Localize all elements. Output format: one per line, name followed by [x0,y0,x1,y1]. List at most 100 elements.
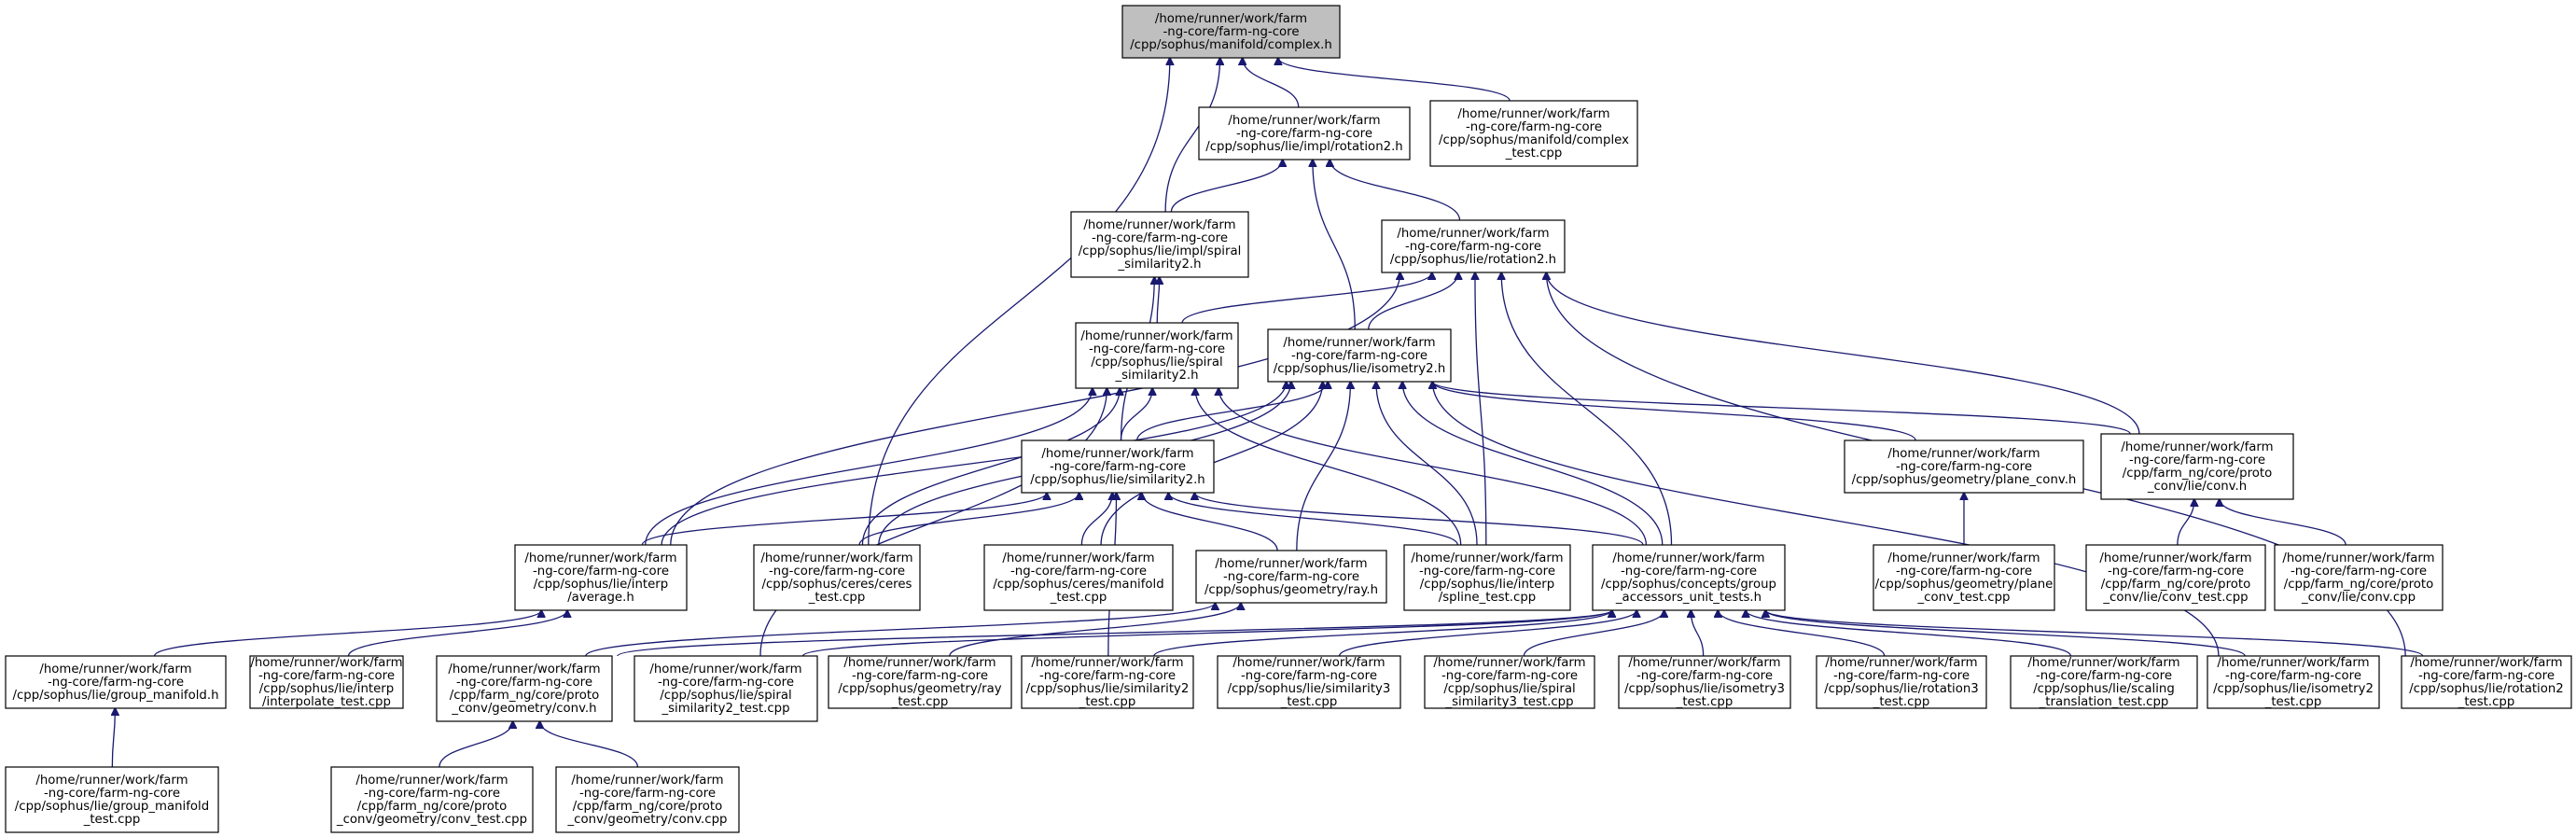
node-impl_rotation2_h[interactable]: /home/runner/work/farm-ng-core/farm-ng-c… [1198,106,1411,160]
node-box [1121,5,1341,59]
node-label-line: -ng-core/farm-ng-core [2418,669,2555,683]
node-interp_average_h[interactable]: /home/runner/work/farm-ng-core/farm-ng-c… [514,544,688,611]
node-rotation2_test_cpp[interactable]: /home/runner/work/farm-ng-core/farm-ng-c… [2401,655,2572,709]
node-group_manifold_h[interactable]: /home/runner/work/farm-ng-core/farm-ng-c… [5,655,227,709]
node-label-line: /cpp/sophus/lie/spiral [1443,682,1575,696]
node-label-line: /cpp/sophus/lie/interp [534,578,668,592]
node-spiral_similarity2_h[interactable]: /home/runner/work/farm-ng-core/farm-ng-c… [1075,322,1239,389]
node-box [2010,655,2198,709]
node-label-line: -ng-core/farm-ng-core [1636,669,1773,683]
node-complex_test_cpp[interactable]: /home/runner/work/farm-ng-core/farm-ng-c… [1429,100,1638,167]
edge-proto_geometry_conv_cpp-to-proto_geometry_conv_h [540,721,639,768]
node-label-line: _conv/lie/conv.cpp [2301,591,2416,605]
node-proto_lie_conv_cpp[interactable]: /home/runner/work/farm-ng-core/farm-ng-c… [2274,544,2444,611]
edge-spiral_similarity3_test_cpp-to-group_accessors_unit_tests_h [1523,610,1664,657]
node-label-line: _test.cpp [2458,695,2515,709]
node-label-line: /cpp/sophus/lie/spiral [660,689,791,703]
node-label-line: -ng-core/farm-ng-core [1405,240,1541,254]
node-box [1267,328,1452,383]
node-impl_spiral_similarity2_h[interactable]: /home/runner/work/farm-ng-core/farm-ng-c… [1070,211,1249,278]
edge-spiral_similarity2_h-to-rotation2_h [1181,272,1432,324]
node-proto_geometry_conv_test_cpp[interactable]: /home/runner/work/farm-ng-core/farm-ng-c… [330,766,534,833]
node-ceres_manifold_test_cpp[interactable]: /home/runner/work/farm-ng-core/farm-ng-c… [983,544,1174,611]
node-ray_h[interactable]: /home/runner/work/farm-ng-core/farm-ng-c… [1195,550,1387,604]
edge-similarity2_h-to-spiral_similarity2_h [1120,388,1152,441]
node-label-line: -ng-core/farm-ng-core [1050,460,1186,474]
node-group_accessors_unit_tests_h[interactable]: /home/runner/work/farm-ng-core/farm-ng-c… [1592,544,1786,611]
node-label-line: -ng-core/farm-ng-core [1163,25,1299,39]
node-label-line: /home/runner/work/farm [1887,551,2040,565]
node-label-line: -ng-core/farm-ng-core [2225,669,2361,683]
node-label-line: /cpp/sophus/manifold/complex [1439,133,1629,147]
node-proto_lie_conv_test_cpp[interactable]: /home/runner/work/farm-ng-core/farm-ng-c… [2085,544,2266,611]
node-ceres_test_cpp[interactable]: /home/runner/work/farm-ng-core/farm-ng-c… [753,544,921,611]
node-isometry2_test_cpp[interactable]: /home/runner/work/farm-ng-core/farm-ng-c… [2207,655,2380,709]
node-proto_geometry_conv_cpp[interactable]: /home/runner/work/farm-ng-core/farm-ng-c… [555,766,740,833]
node-similarity3_test_cpp[interactable]: /home/runner/work/farm-ng-core/farm-ng-c… [1217,655,1401,709]
node-label-line: -ng-core/farm-ng-core [852,669,988,683]
edge-interp_average_h-to-similarity2_h [641,493,1047,546]
node-label-line: /cpp/farm_ng/core/proto [357,800,508,814]
node-box [828,655,1012,709]
node-spiral_similarity3_test_cpp[interactable]: /home/runner/work/farm-ng-core/farm-ng-c… [1424,655,1595,709]
node-box [983,544,1174,611]
node-label-line: -ng-core/farm-ng-core [1833,669,1970,683]
node-label-line: -ng-core/farm-ng-core [1621,565,1757,579]
node-plane_conv_h[interactable]: /home/runner/work/farm-ng-core/farm-ng-c… [1844,439,2084,494]
edge-group_accessors_unit_tests_h-to-similarity2_h [1194,493,1644,546]
node-plane_conv_test_cpp[interactable]: /home/runner/work/farm-ng-core/farm-ng-c… [1873,544,2055,611]
node-label-line: -ng-core/farm-ng-core [1010,565,1147,579]
edge-proto_geometry_conv_h-to-group_accessors_unit_tests_h [617,610,1612,657]
node-label-line: _test.cpp [1050,591,1107,605]
node-spiral_similarity2_test_cpp[interactable]: /home/runner/work/farm-ng-core/farm-ng-c… [634,655,818,722]
edge-proto_geometry_conv_h-to-ray_h [585,603,1216,657]
edge-group_manifold_h-to-interp_average_h [153,610,542,657]
node-label-line: -ng-core/farm-ng-core [2036,669,2172,683]
node-label-line: -ng-core/farm-ng-core [456,676,592,690]
node-box [1816,655,1987,709]
node-label-line: /home/runner/work/farm [1612,551,1764,565]
node-group_manifold_test_cpp[interactable]: /home/runner/work/farm-ng-core/farm-ng-c… [5,766,219,833]
edge-spiral_similarity2_h-to-impl_spiral_similarity2_h [1157,277,1159,324]
node-label-line: -ng-core/farm-ng-core [533,565,669,579]
edge-rotation2_h-to-impl_rotation2_h [1330,160,1461,221]
node-box [2100,433,2294,500]
node-label-line: /cpp/farm_ng/core/proto [2284,578,2434,592]
node-label-line: _conv/lie/conv_test.cpp [2102,591,2248,605]
node-ray_test_cpp[interactable]: /home/runner/work/farm-ng-core/farm-ng-c… [828,655,1012,709]
node-rotation2_h[interactable]: /home/runner/work/farm-ng-core/farm-ng-c… [1381,219,1566,273]
node-box [2401,655,2572,709]
node-layer: /home/runner/work/farm-ng-core/farm-ng-c… [5,5,2572,833]
node-label-line: /home/runner/work/farm [2121,440,2273,454]
node-similarity2_test_cpp[interactable]: /home/runner/work/farm-ng-core/farm-ng-c… [1021,655,1194,709]
node-proto_geometry_conv_h[interactable]: /home/runner/work/farm-ng-core/farm-ng-c… [436,655,613,722]
node-label-line: /home/runner/work/farm [2027,656,2179,670]
node-label-line: /home/runner/work/farm [1411,551,1563,565]
edge-interp_average_h-to-spiral_similarity2_h [645,388,1093,546]
edge-interp_spline_test_cpp-to-similarity2_h [1168,493,1458,546]
node-rotation3_test_cpp[interactable]: /home/runner/work/farm-ng-core/farm-ng-c… [1816,655,1987,709]
node-box [753,544,921,611]
edge-similarity3_test_cpp-to-group_accessors_unit_tests_h [1338,610,1637,657]
node-box [1021,439,1215,494]
node-label-line: _conv/geometry/conv.h [451,702,596,716]
edge-proto_geometry_conv_test_cpp-to-proto_geometry_conv_h [439,721,513,768]
node-label-line: _conv/geometry/conv_test.cpp [336,813,527,827]
edge-isometry3_test_cpp-to-group_accessors_unit_tests_h [1691,610,1705,657]
node-label-line: /home/runner/work/farm [355,774,508,788]
node-label-line: _test.cpp [808,591,866,605]
node-similarity2_h[interactable]: /home/runner/work/farm-ng-core/farm-ng-c… [1021,439,1215,494]
node-box [1195,550,1387,604]
node-interp_spline_test_cpp[interactable]: /home/runner/work/farm-ng-core/farm-ng-c… [1403,544,1571,611]
node-isometry2_h[interactable]: /home/runner/work/farm-ng-core/farm-ng-c… [1267,328,1452,383]
node-label-line: _test.cpp [1079,695,1136,709]
node-label-line: /cpp/sophus/lie/rotation2.h [1390,253,1556,267]
node-scaling_translation_test_cpp[interactable]: /home/runner/work/farm-ng-core/farm-ng-c… [2010,655,2198,709]
node-isometry3_test_cpp[interactable]: /home/runner/work/farm-ng-core/farm-ng-c… [1618,655,1791,709]
node-proto_lie_conv_h[interactable]: /home/runner/work/farm-ng-core/farm-ng-c… [2100,433,2294,500]
node-complex_h[interactable]: /home/runner/work/farm-ng-core/farm-ng-c… [1121,5,1341,59]
node-label-line: /cpp/sophus/lie/similarity2.h [1030,473,1204,487]
node-label-line: /cpp/sophus/lie/isometry3 [1624,682,1785,696]
node-interpolate_test_cpp[interactable]: /home/runner/work/farm-ng-core/farm-ng-c… [249,655,404,709]
